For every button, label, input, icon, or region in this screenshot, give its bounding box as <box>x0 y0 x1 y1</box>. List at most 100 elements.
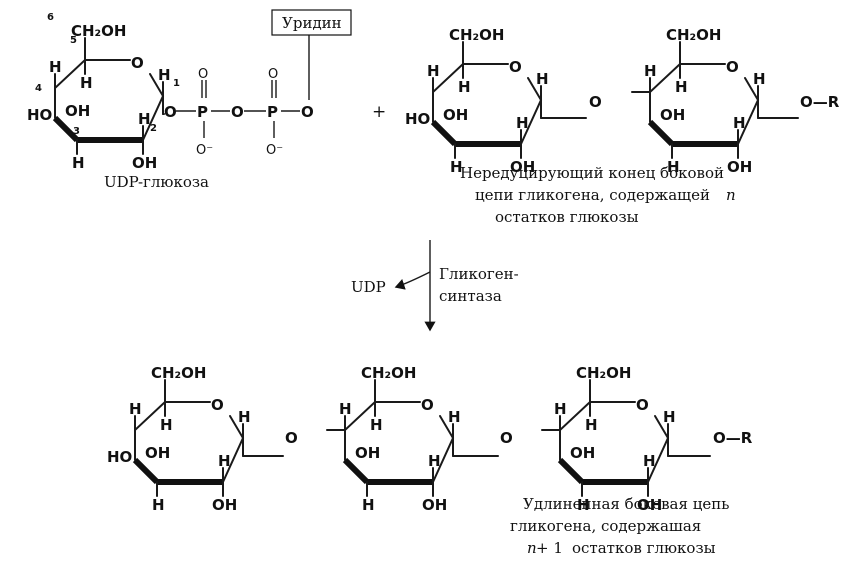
product-caption-line-3: остатков глюкозы <box>572 539 716 557</box>
ch2oh-group: CH₂OH <box>449 26 504 44</box>
uridine-oxygen: O <box>301 103 314 121</box>
bridging-oxygen: O <box>231 103 244 121</box>
c2-hydrogen: H <box>643 452 656 470</box>
c2-hydroxyl: OH <box>727 158 752 176</box>
primer-caption-line-1: Нередуцирующий конец боковой <box>460 164 724 182</box>
c5-hydrogen: H <box>370 416 383 434</box>
uridine-label: Уридин <box>282 14 342 32</box>
carbon-5-number: 5 <box>70 35 77 46</box>
ch2oh-group: CH₂OH <box>71 22 126 40</box>
primer-o-r: O—R <box>800 93 840 111</box>
c1-hydrogen: H <box>753 70 766 88</box>
c2-hydrogen: H <box>516 114 529 132</box>
c3-hydrogen: H <box>362 496 375 514</box>
c5-hydrogen: H <box>160 416 173 434</box>
c3-hydrogen: H <box>72 154 85 172</box>
primer-n-symbol: n <box>726 186 736 204</box>
c4-hydrogen: H <box>554 400 567 418</box>
c3-hydrogen: H <box>667 158 680 176</box>
product-o-r: O—R <box>713 429 753 447</box>
c4-hydrogen: H <box>644 62 657 80</box>
ring-oxygen: O <box>421 396 434 414</box>
ch2oh-group: CH₂OH <box>361 364 416 382</box>
c5-hydrogen: H <box>458 78 471 96</box>
plus-sign: + <box>372 102 386 122</box>
c2-hydroxyl: OH <box>637 496 662 514</box>
glycosidic-oxygen: O <box>164 103 177 121</box>
c2-hydroxyl: OH <box>422 496 447 514</box>
primer-caption-line-2: цепи гликогена, содержащей <box>475 186 710 204</box>
ring-oxygen: O <box>131 54 144 72</box>
c2-hydrogen: H <box>218 452 231 470</box>
c3-hydroxyl: OH <box>355 444 380 462</box>
ring-oxygen: O <box>211 396 224 414</box>
c4-hydrogen: H <box>427 62 440 80</box>
product-glycosidic-oxygen-1: O <box>285 429 298 447</box>
ring-oxygen: O <box>726 58 739 76</box>
c2-hydrogen: H <box>428 452 441 470</box>
ring-oxygen: O <box>509 58 522 76</box>
primer-glycosidic-oxygen: O <box>589 93 602 111</box>
c5-hydrogen: H <box>80 74 93 92</box>
c4-hydroxyl: HO <box>405 110 430 128</box>
ch2oh-group: CH₂OH <box>666 26 721 44</box>
c1-hydrogen: H <box>663 408 676 426</box>
product-n-plus-one: + 1 <box>536 539 563 557</box>
phosphate-2-oxide: O⁻ <box>266 143 283 158</box>
c3-hydroxyl: OH <box>145 444 170 462</box>
phosphate-2-oxo: O <box>268 67 278 82</box>
ch2oh-group: CH₂OH <box>576 364 631 382</box>
c3-hydrogen: H <box>152 496 165 514</box>
phosphate-1-oxo: O <box>198 67 208 82</box>
c3-hydrogen: H <box>450 158 463 176</box>
phosphate-1-oxide: O⁻ <box>196 143 213 158</box>
c1-hydrogen: H <box>536 70 549 88</box>
c3-hydrogen: H <box>577 496 590 514</box>
ring-oxygen: O <box>636 396 649 414</box>
c2-hydrogen: H <box>138 110 151 128</box>
diphosphate-chain: O P O O⁻ O P O O⁻ O <box>164 34 314 158</box>
c3-hydroxyl: OH <box>443 106 468 124</box>
c4-hydroxyl: HO <box>27 106 52 124</box>
c4-hydroxyl: HO <box>107 448 132 466</box>
c3-hydroxyl: OH <box>65 102 90 120</box>
enzyme-line-1: Гликоген- <box>439 265 519 283</box>
phosphorus-2: P <box>267 103 278 121</box>
c1-hydrogen: H <box>158 66 171 84</box>
udp-glucose-caption: UDP-глюкоза <box>104 173 209 191</box>
c4-hydrogen: H <box>339 400 352 418</box>
enzyme-line-2: синтаза <box>439 287 502 305</box>
uridine-box <box>271 9 352 36</box>
product-n-symbol: n <box>527 539 537 557</box>
carbon-3-number: 3 <box>73 126 80 137</box>
c3-hydroxyl: OH <box>570 444 595 462</box>
ch2oh-group: CH₂OH <box>151 364 206 382</box>
c3-hydroxyl: OH <box>660 106 685 124</box>
c1-hydrogen: H <box>238 408 251 426</box>
product-caption-line-2: гликогена, содержашая <box>510 517 701 535</box>
c1-hydrogen: H <box>448 408 461 426</box>
udp-byproduct: UDP <box>351 278 386 296</box>
c2-hydroxyl: OH <box>510 158 535 176</box>
udp-release-arrow <box>394 271 431 290</box>
product-glycosidic-oxygen-2: O <box>500 429 513 447</box>
carbon-4-number: 4 <box>35 83 42 94</box>
c5-hydrogen: H <box>585 416 598 434</box>
product-caption-line-1: Удлиненная боковая цепь <box>523 495 729 513</box>
c2-hydroxyl: OH <box>132 154 157 172</box>
carbon-1-number: 1 <box>173 78 180 89</box>
carbon-2-number: 2 <box>150 123 157 134</box>
c5-hydrogen: H <box>675 78 688 96</box>
primer-caption-line-3: остатков глюкозы <box>495 208 639 226</box>
c4-hydrogen: H <box>129 400 142 418</box>
c4-hydrogen: H <box>49 58 62 76</box>
phosphorus-1: P <box>197 103 208 121</box>
carbon-6-number: 6 <box>47 12 54 23</box>
